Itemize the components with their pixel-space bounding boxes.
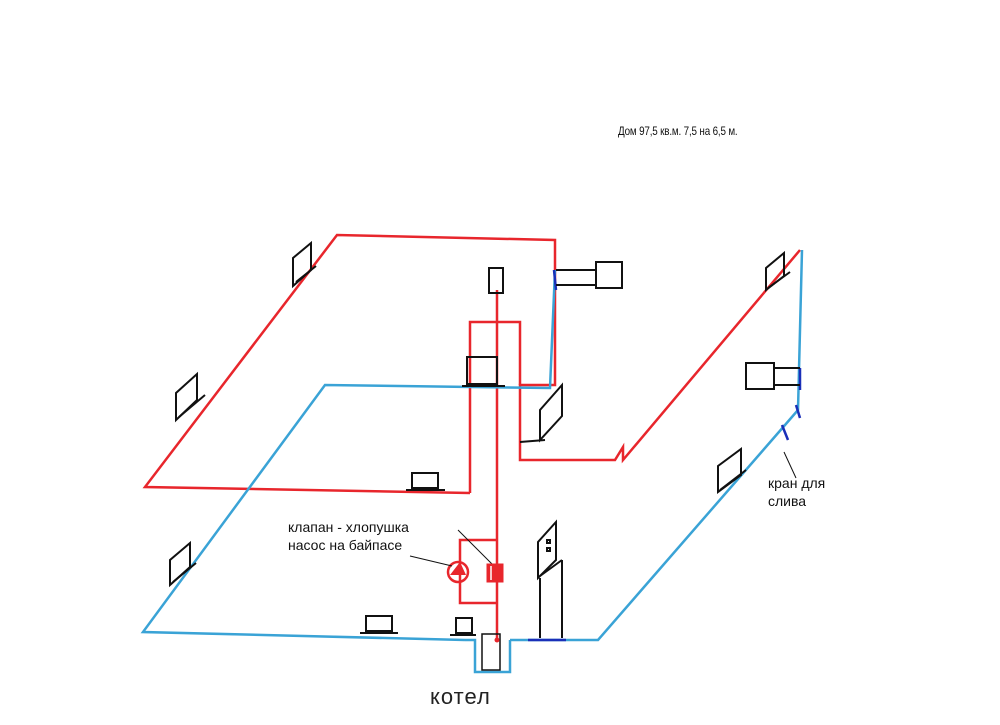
pump-label-line: насос на байпасе [288,537,403,553]
valve-pump-label: клапан - хлопушка насос на байпасе [288,518,409,554]
radiator-icon [292,240,317,289]
return-pipe-lower-loop [140,269,557,642]
drain-label-line2: слива [768,493,807,509]
supply-riser-box [468,320,522,493]
radiator-icon [169,540,197,588]
drain-label-line1: кран для [768,475,826,491]
radiator-icon [717,447,747,494]
radiator-icon [765,250,791,293]
supply-pipe-upper-loop [142,233,801,495]
radiator-icon [450,617,476,636]
return-pipe-right [510,249,804,642]
valve-label-line: клапан - хлопушка [288,519,409,535]
radiator-icon [556,261,623,289]
boiler-return-connection [465,638,512,674]
radiator-icon [175,371,206,423]
radiator-icon [406,472,445,491]
radiator-icon [488,267,504,294]
valve-label-leader [457,529,493,565]
drain-label-leader [783,451,797,479]
radiator-icon [360,615,398,634]
radiator-icon [519,382,563,443]
check-valve-icon [486,563,504,583]
pump-label-leader [409,555,453,567]
boiler-label: котел [430,684,491,709]
radiator-icon [537,519,563,638]
pump-icon [446,560,470,584]
drain-valve-label: кран для слива [768,474,825,510]
radiator-icon [745,362,800,390]
house-dimensions-note: Дом 97,5 кв.м. 7,5 на 6,5 м. [618,124,738,138]
boiler-icon [481,633,501,671]
radiator-icon [462,356,505,387]
drain-valve-icon [552,269,802,441]
